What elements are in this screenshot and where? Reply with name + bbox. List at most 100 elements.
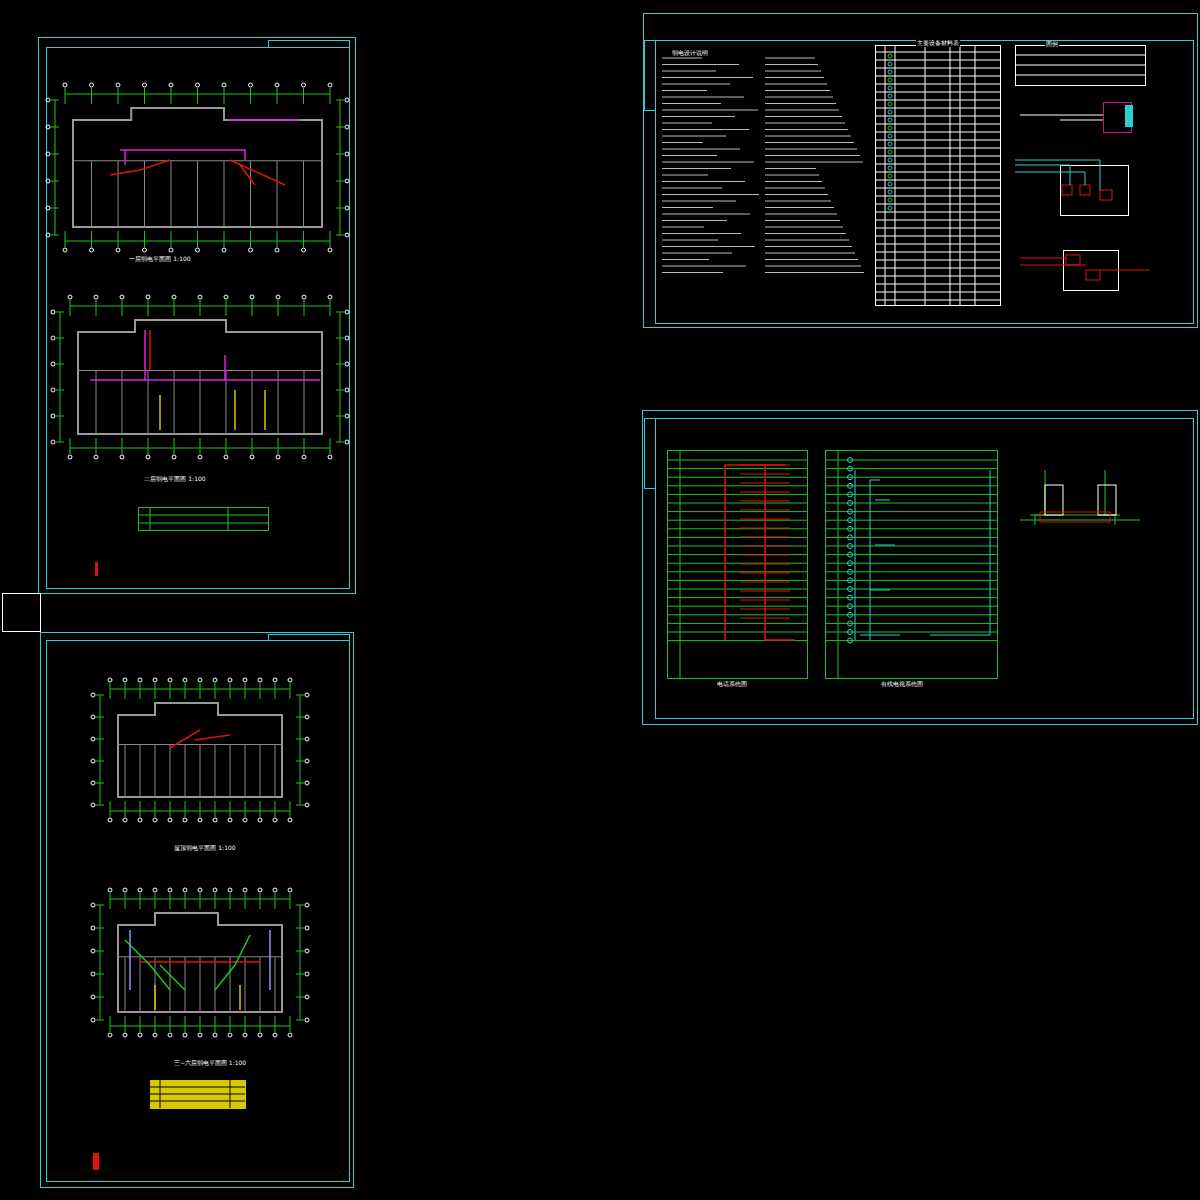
cad-stroke — [288, 1033, 292, 1037]
cad-stroke — [91, 715, 95, 719]
cad-stroke — [765, 181, 822, 182]
cad-stroke — [825, 580, 997, 581]
cad-stroke — [336, 154, 344, 155]
cad-stroke — [765, 77, 824, 78]
cad-stroke — [875, 76, 1000, 77]
cad-stroke — [875, 68, 1000, 69]
cad-stroke — [290, 801, 291, 817]
cad-stroke — [848, 526, 853, 531]
cad-stroke — [662, 58, 702, 59]
cad-stroke — [296, 761, 304, 762]
cad-stroke — [740, 492, 790, 493]
cad-stroke — [260, 745, 261, 798]
cad-stroke — [330, 231, 331, 247]
cad-stroke — [345, 233, 349, 237]
cad-stroke — [825, 623, 997, 624]
cad-stroke — [305, 759, 309, 763]
cad-stroke — [108, 818, 112, 822]
drawing-title: 图例 — [1045, 41, 1059, 48]
cad-stroke — [667, 589, 807, 590]
cad-stroke — [875, 108, 1000, 109]
cad-stroke — [96, 761, 104, 762]
cad-stroke — [662, 116, 735, 117]
cad-stroke — [667, 580, 807, 581]
cad-stroke — [91, 903, 95, 907]
cad-stroke — [70, 300, 71, 316]
cad-stroke — [740, 528, 790, 529]
cad-stroke — [145, 330, 225, 380]
cad-stroke — [230, 1016, 231, 1032]
cad-stroke — [888, 174, 892, 178]
drawing-title: 一层弱电平面图 1:100 — [128, 256, 191, 263]
cad-stroke — [170, 801, 171, 817]
cad-stroke — [336, 235, 344, 236]
cad-stroke — [765, 90, 830, 91]
cad-stroke — [305, 737, 309, 741]
cad-stroke — [228, 818, 232, 822]
cad-stroke — [245, 1016, 246, 1032]
cad-stroke — [125, 801, 126, 817]
cad-stroke — [662, 90, 707, 91]
cad-stroke — [170, 730, 230, 748]
cad-stroke — [213, 818, 217, 822]
cad-stroke — [230, 745, 231, 798]
cad-stroke — [51, 154, 59, 155]
cad-stroke — [740, 546, 790, 547]
cad-stroke — [888, 150, 892, 154]
cad-stroke — [96, 695, 104, 696]
cad-stroke — [118, 744, 282, 745]
cad-stroke — [215, 957, 216, 1012]
cad-stroke — [110, 893, 111, 909]
cad-stroke — [171, 88, 172, 104]
cad-stroke — [200, 683, 201, 699]
cad-stroke — [662, 220, 727, 221]
cad-stroke — [296, 997, 304, 998]
cad-stroke — [96, 997, 104, 998]
cad-stroke — [200, 300, 201, 316]
cad-stroke — [155, 801, 156, 817]
cad-stroke — [765, 84, 827, 85]
cad-stroke — [226, 300, 227, 316]
cad-stroke — [740, 600, 790, 601]
cad-stroke — [222, 248, 226, 252]
cad-stroke — [875, 204, 1000, 205]
cad-stroke — [249, 83, 253, 87]
cad-stroke — [138, 1033, 142, 1037]
cad-stroke — [185, 745, 186, 798]
cad-stroke — [73, 160, 322, 161]
cad-stroke — [296, 928, 304, 929]
cad-stroke — [330, 300, 331, 316]
cad-stroke — [667, 477, 807, 478]
cad-stroke — [875, 172, 1000, 173]
cad-stroke — [328, 295, 332, 299]
cad-stroke — [183, 818, 187, 822]
cad-stroke — [91, 693, 95, 697]
cad-stroke — [1015, 65, 1145, 66]
cad-stroke — [140, 801, 141, 817]
cad-stroke — [662, 201, 736, 202]
cad-stroke — [667, 537, 807, 538]
cad-stroke — [667, 485, 807, 486]
cad-stroke — [667, 563, 807, 564]
cad-stroke — [825, 503, 997, 504]
cad-stroke — [888, 142, 892, 146]
cad-stroke — [875, 60, 1000, 61]
cad-stroke — [170, 957, 171, 1012]
cad-stroke — [875, 292, 1000, 293]
cad-stroke — [848, 638, 853, 643]
cad-stroke — [196, 248, 200, 252]
cad-stroke — [667, 554, 807, 555]
cad-stroke — [328, 455, 332, 459]
cad-stroke — [303, 161, 304, 227]
cad-stroke — [848, 561, 853, 566]
cad-stroke — [51, 440, 55, 444]
cad-stroke — [667, 528, 807, 529]
cad-stroke — [667, 503, 807, 504]
cad-stroke — [275, 745, 276, 798]
cad-stroke — [875, 92, 1000, 93]
cad-stroke — [875, 244, 1000, 245]
cad-stroke — [667, 494, 807, 495]
cad-stroke — [275, 683, 276, 699]
cad-stroke — [153, 888, 157, 892]
cad-stroke — [46, 233, 50, 237]
